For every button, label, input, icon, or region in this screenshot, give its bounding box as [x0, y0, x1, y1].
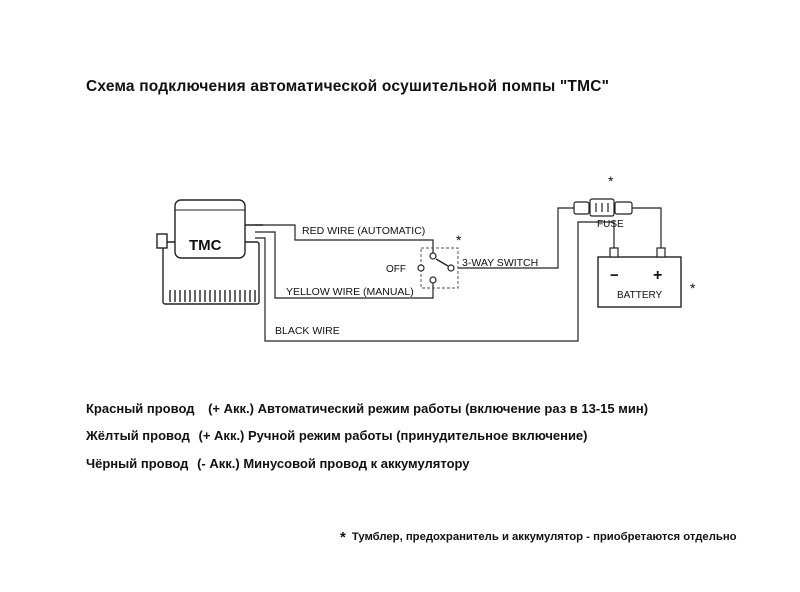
legend-polarity: (- Акк.)	[197, 456, 240, 471]
fuse-label: FUSE	[597, 219, 624, 230]
fuse	[573, 198, 633, 217]
pump-outlet	[156, 233, 168, 249]
legend-red-wire: Красный провод (+ Акк.) Автоматический р…	[86, 401, 648, 416]
footnote: * Тумблер, предохранитель и аккумулятор -…	[340, 529, 737, 546]
switch-label: 3-WAY SWITCH	[462, 257, 538, 269]
battery-positive-terminal	[656, 247, 666, 258]
pump-intake-grille	[169, 290, 256, 302]
battery-negative-terminal	[609, 247, 619, 258]
red-wire-label: RED WIRE (AUTOMATIC)	[302, 225, 425, 237]
legend-wire-name: Жёлтый провод	[86, 428, 190, 443]
legend-description: Минусовой провод к аккумулятору	[243, 456, 470, 471]
black-wire-label: BLACK WIRE	[275, 325, 340, 337]
pump-label: TMC	[189, 237, 222, 254]
black-wire	[255, 221, 615, 342]
three-way-switch	[417, 247, 459, 289]
battery-plus: +	[653, 267, 662, 284]
legend-polarity: (+ Акк.)	[208, 401, 254, 416]
switch-to-fuse-wire	[458, 207, 574, 269]
red-wire	[255, 224, 434, 254]
legend-description: Ручной режим работы (принудительное вклю…	[248, 428, 588, 443]
yellow-wire	[255, 231, 434, 299]
footnote-text: Тумблер, предохранитель и аккумулятор - …	[351, 531, 737, 543]
legend-wire-name: Чёрный провод	[86, 456, 189, 471]
legend-description: Автоматический режим работы (включение р…	[257, 401, 649, 416]
switch-asterisk: *	[456, 232, 462, 248]
pump	[156, 199, 263, 305]
legend-black-wire: Чёрный провод (- Акк.) Минусовой провод …	[86, 456, 470, 471]
diagram-title: Схема подключения автоматической осушите…	[86, 78, 610, 95]
switch-off-label: OFF	[386, 264, 406, 275]
yellow-wire-label: YELLOW WIRE (MANUAL)	[286, 286, 414, 298]
fuse-asterisk: *	[608, 173, 614, 189]
battery-minus: −	[610, 267, 619, 284]
legend-yellow-wire: Жёлтый провод (+ Акк.) Ручной режим рабо…	[86, 428, 588, 443]
battery	[597, 247, 682, 308]
legend-polarity: (+ Акк.)	[198, 428, 245, 443]
battery-label: BATTERY	[617, 290, 663, 301]
battery-asterisk: *	[690, 280, 696, 296]
footnote-asterisk: *	[340, 529, 346, 546]
fuse-to-battery-wire	[632, 207, 662, 248]
legend-wire-name: Красный провод	[86, 401, 195, 416]
pump-body	[174, 199, 246, 259]
switch-off-terminal	[417, 264, 425, 272]
